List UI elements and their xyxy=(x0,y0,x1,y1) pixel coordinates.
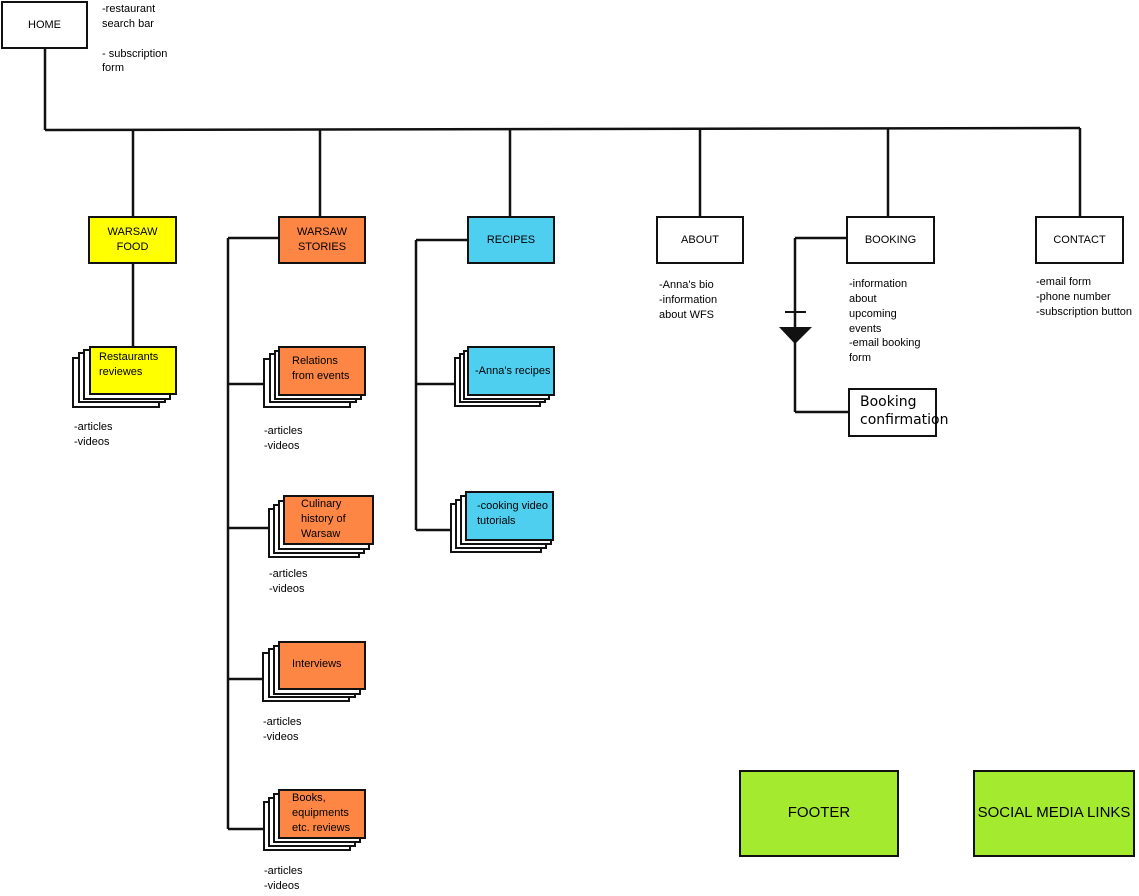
restaurants-reviews-box: Restaurants reviewes xyxy=(89,346,177,395)
interviews-box: Interviews xyxy=(278,641,366,690)
recipes-box: RECIPES xyxy=(467,216,555,264)
social-media-links-box: SOCIAL MEDIA LINKS xyxy=(973,770,1135,857)
books-note: -articles -videos xyxy=(264,865,303,892)
relations-from-events-box: Relations from events xyxy=(278,346,366,396)
about-box: ABOUT xyxy=(656,216,744,264)
contact-note: -email form -phone number -subscription … xyxy=(1036,276,1132,318)
restaurants-reviews-note: -articles -videos xyxy=(74,421,113,448)
home-box: HOME xyxy=(1,1,88,49)
culinary-history-note: -articles -videos xyxy=(269,568,308,595)
culinary-history-box: Culinary history of Warsaw xyxy=(283,495,374,545)
about-note: -Anna's bio -information about WFS xyxy=(659,279,718,321)
relations-note: -articles -videos xyxy=(264,425,303,452)
booking-confirmation-box: Booking confirmation xyxy=(848,388,949,437)
books-equipment-reviews-box: Books, equipments etc. reviews xyxy=(278,789,366,839)
warsaw-stories-box: WARSAW STORIES xyxy=(278,216,366,264)
warsaw-food-box: WARSAW FOOD xyxy=(88,216,177,264)
cooking-video-tutorials-box: -cooking video tutorials xyxy=(465,491,554,541)
booking-note: -information about upcoming events -emai… xyxy=(849,278,921,365)
annas-recipes-box: -Anna's recipes xyxy=(467,346,555,396)
footer-box: FOOTER xyxy=(739,770,899,857)
contact-box: CONTACT xyxy=(1035,216,1124,264)
home-note: -restaurant search bar - subscription fo… xyxy=(102,3,168,75)
booking-box: BOOKING xyxy=(846,216,935,264)
decision-arrow xyxy=(779,327,812,344)
interviews-note: -articles -videos xyxy=(263,716,302,743)
